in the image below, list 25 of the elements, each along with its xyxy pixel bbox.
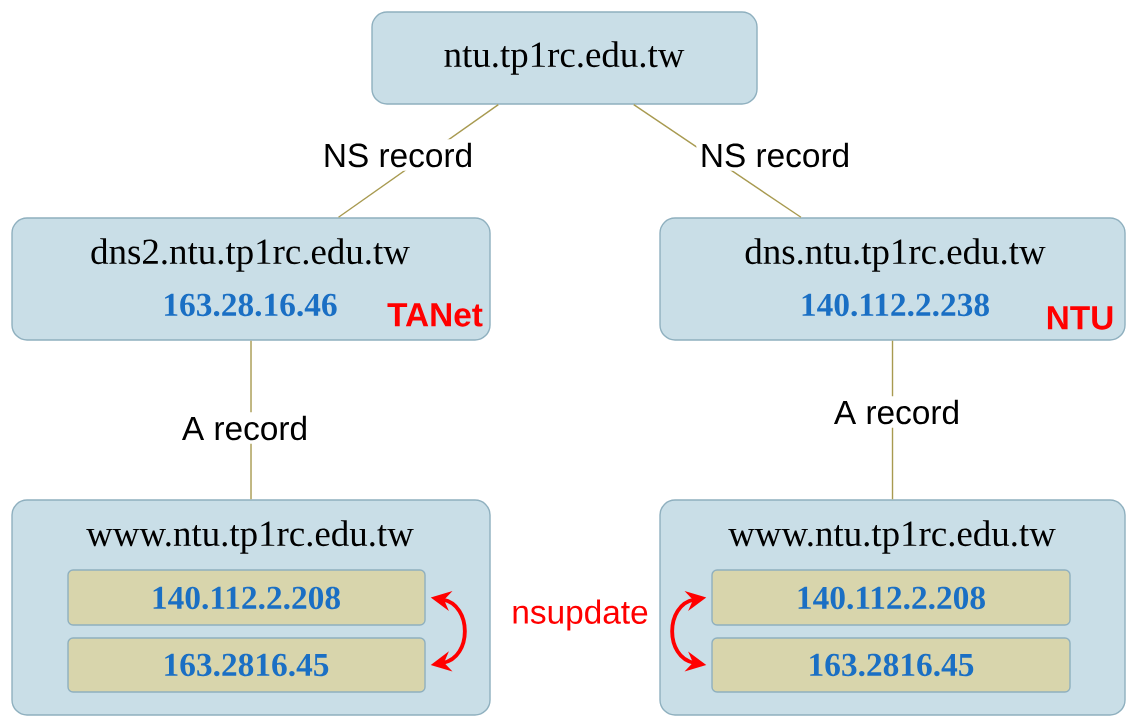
- edge-label: A record: [178, 412, 312, 444]
- hostname-text: www.ntu.tp1rc.edu.tw: [728, 520, 1056, 554]
- hostname-text: dns2.ntu.tp1rc.edu.tw: [91, 238, 410, 272]
- network-label: NTU: [1047, 306, 1113, 330]
- ip-address-text: 140.112.2.208: [798, 586, 985, 610]
- name-server-box: [11, 217, 491, 341]
- name-server-box: [659, 217, 1126, 341]
- ip-address-text: 163.2816.45: [810, 653, 974, 677]
- address-box: [67, 569, 426, 626]
- address-box: [711, 637, 1071, 693]
- ip-address-text: 140.112.2.238: [802, 293, 989, 317]
- domain-box: [371, 11, 758, 105]
- ip-address-text: 163.28.16.46: [165, 293, 337, 317]
- address-box: [67, 637, 426, 693]
- ip-address-text: 163.2816.45: [165, 653, 329, 677]
- edge-label: A record: [830, 396, 964, 428]
- ip-address-text: 140.112.2.208: [153, 586, 340, 610]
- edge-label: NS record: [696, 139, 854, 171]
- hostname-text: www.ntu.tp1rc.edu.tw: [86, 520, 414, 554]
- address-box: [711, 569, 1071, 626]
- update-label: nsupdate: [509, 597, 651, 633]
- hostname-text: dns.ntu.tp1rc.edu.tw: [745, 238, 1046, 272]
- edge-label: NS record: [319, 139, 477, 171]
- network-label: TANet: [387, 303, 483, 327]
- hostname-text: ntu.tp1rc.edu.tw: [444, 41, 685, 75]
